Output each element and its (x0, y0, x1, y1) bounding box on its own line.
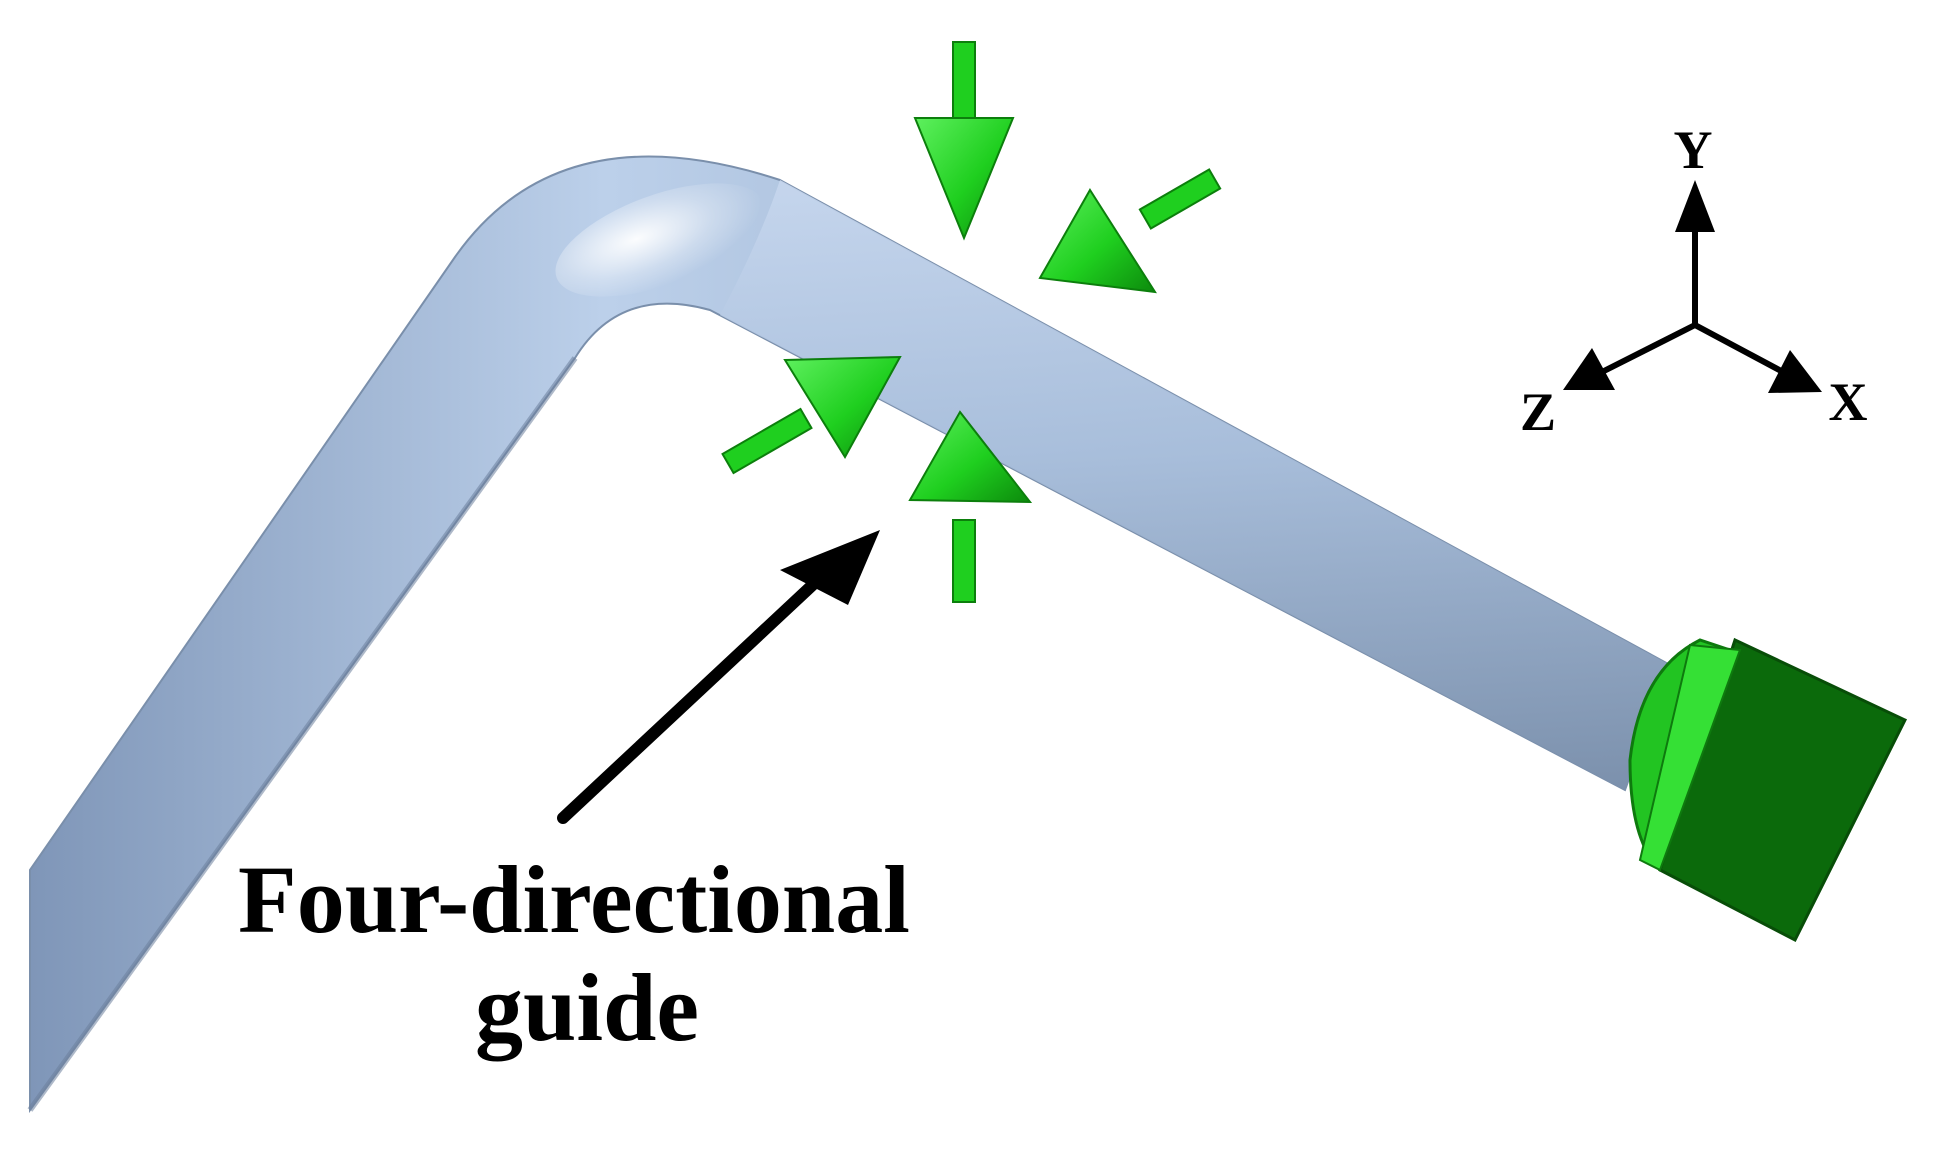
pipe-end-cap (1628, 637, 1908, 943)
pointer-arrow-icon (557, 530, 880, 824)
guide-arrow-bottom (908, 410, 1033, 603)
pipe-body (29, 155, 1672, 1114)
end-cap-ridge (1638, 643, 1742, 872)
annotation-line1: Four-directional (238, 846, 910, 953)
axis-label-z: Z (1520, 382, 1556, 442)
pipe-bend-highlight (555, 183, 765, 297)
y-axis-arrowhead-icon (1675, 180, 1715, 232)
four-direction-arrow-icon (721, 41, 1222, 603)
guide-arrow-top (913, 41, 1015, 241)
coordinate-axes: Y X Z (1520, 120, 1868, 442)
pipe (27, 155, 1672, 1114)
annotation-label: Four-directional guide (238, 846, 910, 1061)
x-axis-arrowhead-icon (1768, 350, 1822, 393)
z-axis-arrowhead-icon (1563, 348, 1615, 390)
axis-label-x: X (1829, 372, 1868, 432)
guide-arrow-lower-left (721, 355, 902, 475)
pipe-right-segment (720, 180, 1670, 790)
annotation-line2: guide (475, 954, 699, 1061)
pipe-edge-shadow (27, 356, 578, 1112)
axis-label-y: Y (1674, 120, 1713, 180)
guide-arrow-upper-right (1038, 168, 1222, 294)
